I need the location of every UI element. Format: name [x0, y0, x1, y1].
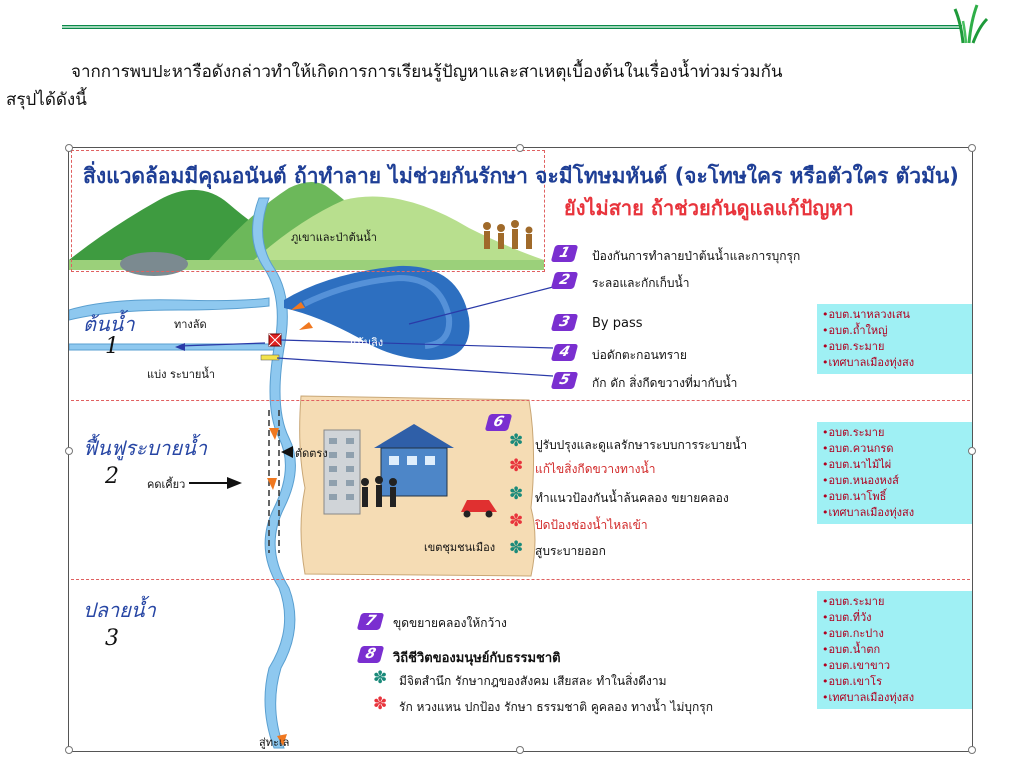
zone2-step-5: สูบระบายออก	[535, 544, 606, 558]
zone-divider-2	[71, 579, 970, 580]
step-8-label: วิถีชีวิตของมนุษย์กับธรรมชาติ	[393, 651, 561, 666]
step-1-label: ป้องกันการทำลายป่าต้นน้ำและการบุกรุก	[592, 249, 801, 263]
step-5-badge: 5	[550, 372, 579, 389]
resize-handle[interactable]	[968, 144, 976, 152]
step-3-badge: 3	[550, 314, 579, 331]
diagram-title: สิ่งแวดล้อมมีคุณอนันต์ ถ้าทำลาย ไม่ช่วยก…	[83, 164, 959, 188]
agency-item: •อบต.นาหลวงเสน	[822, 308, 910, 321]
zone2-step-1: ปูรับปรุงและดูแลรักษาระบบการระบายน้ำ	[535, 438, 748, 452]
step-8-badge: 8	[356, 646, 385, 663]
reservoir-label: แก้มลิง	[350, 336, 384, 349]
diagram-illustration	[69, 182, 554, 749]
agency-list-zone-3: •อบต.ระมาย •อบต.ที่วัง •อบต.กะปาง •อบต.น…	[817, 591, 972, 709]
zone3-sub-2: รัก หวงแหน ปกป้อง รักษา ธรรมชาติ คูคลอง …	[399, 700, 713, 714]
zone2-step-4: ปิดป้องช่องน้ำไหลเข้า	[535, 518, 648, 532]
agency-list-zone-2: •อบต.ระมาย •อบต.ควนกรด •อบต.นาไม้ไผ่ •อบ…	[817, 422, 972, 524]
zone2-step-2: แก้ไขสิ่งกีดขวางทางน้ำ	[535, 462, 656, 476]
agency-item: •เทศบาลเมืองทุ่งสง	[822, 506, 915, 519]
flower-icon: ✽	[509, 538, 524, 558]
mountain-label: ภูเขาและป่าต้นน้ำ	[291, 231, 377, 244]
agency-item: •อบต.หนองหงส์	[822, 474, 899, 487]
straight-cut-label: ตัดตรง	[295, 447, 328, 460]
resize-handle[interactable]	[516, 746, 524, 754]
step-2-badge: 2	[550, 272, 579, 289]
flower-icon: ✽	[509, 431, 524, 451]
resize-handle[interactable]	[65, 447, 73, 455]
community-label: เขตชุมชนเมือง	[424, 541, 496, 554]
grass-icon	[953, 3, 989, 45]
intro-line-2: สรุปได้ดังนี้	[6, 90, 87, 110]
resize-handle[interactable]	[968, 746, 976, 754]
zone3-sub-1: มีจิตสำนึก รักษากฎของสังคม เสียสละ ทำในส…	[399, 674, 667, 688]
agency-item: •อบต.ควนกรด	[822, 442, 894, 455]
flower-icon: ✽	[373, 668, 388, 688]
flower-icon: ✽	[509, 484, 524, 504]
agency-item: •อบต.นาไม้ไผ่	[822, 458, 892, 471]
step-2-label: ระลอและกักเก็บน้ำ	[592, 276, 690, 290]
zone-2-number: 2	[105, 464, 119, 489]
resize-handle[interactable]	[65, 144, 73, 152]
zone-1-name: ต้นน้ำ	[83, 312, 135, 336]
agency-item: •อบต.น้ำตก	[822, 643, 881, 656]
flower-icon: ✽	[373, 694, 388, 714]
agency-item: •อบต.นาโพธิ์	[822, 490, 887, 503]
agency-item: •อบต.ถ้ำใหญ่	[822, 324, 888, 337]
flood-diagram[interactable]: สิ่งแวดล้อมมีคุณอนันต์ ถ้าทำลาย ไม่ช่วยก…	[68, 147, 973, 752]
intro-line-1: จากการพบปะหารือดังกล่าวทำให้เกิดการการเร…	[71, 62, 783, 82]
agency-list-zone-1: •อบต.นาหลวงเสน •อบต.ถ้ำใหญ่ •อบต.ระมาย •…	[817, 304, 972, 374]
agency-item: •อบต.เขาโร	[822, 675, 882, 688]
header-rule	[60, 18, 964, 30]
agency-item: •อบต.ระมาย	[822, 340, 885, 353]
divert-label: แบ่ง ระบายน้ำ	[147, 368, 216, 381]
agency-item: •อบต.ระมาย	[822, 426, 885, 439]
diagram-subtitle: ยังไม่สาย ถ้าช่วยกันดูแลแก้ปัญหา	[564, 196, 854, 220]
agency-item: •อบต.กะปาง	[822, 627, 884, 640]
zone2-step-3: ทำแนวป้องกันน้ำล้นคลอง ขยายคลอง	[535, 491, 729, 505]
step-7-label: ขุดขยายคลองให้กว้าง	[393, 616, 507, 630]
agency-item: •เทศบาลเมืองทุ่งสง	[822, 356, 915, 369]
agency-item: •อบต.เขาขาว	[822, 659, 891, 672]
meander-label: คดเคี้ยว	[147, 478, 186, 491]
title-box-outline	[71, 150, 545, 272]
step-3-label: By pass	[592, 316, 643, 331]
zone-3-name: ปลายน้ำ	[83, 598, 156, 622]
sea-label: สู่ทะเล	[259, 736, 290, 749]
step-4-badge: 4	[550, 344, 579, 361]
step-5-label: กัก ดัก สิ่งกีดขวางที่มากับน้ำ	[592, 376, 738, 390]
zone-3-number: 3	[105, 626, 119, 651]
flower-icon: ✽	[509, 456, 524, 476]
step-7-badge: 7	[356, 613, 385, 630]
agency-item: •เทศบาลเมืองทุ่งสง	[822, 691, 915, 704]
zone-1-number: 1	[105, 334, 119, 359]
resize-handle[interactable]	[516, 144, 524, 152]
resize-handle[interactable]	[65, 746, 73, 754]
zone-2-name: ฟื้นฟูระบายน้ำ	[83, 436, 208, 460]
zone-divider-1	[71, 400, 970, 401]
resize-handle[interactable]	[968, 447, 976, 455]
step-4-label: บ่อดักตะกอนทราย	[592, 348, 687, 362]
flower-icon: ✽	[509, 511, 524, 531]
step-6-badge: 6	[484, 414, 513, 431]
agency-item: •อบต.ระมาย	[822, 595, 885, 608]
agency-item: •อบต.ที่วัง	[822, 611, 872, 624]
step-1-badge: 1	[550, 245, 579, 262]
bypass-label: ทางลัด	[174, 318, 207, 331]
